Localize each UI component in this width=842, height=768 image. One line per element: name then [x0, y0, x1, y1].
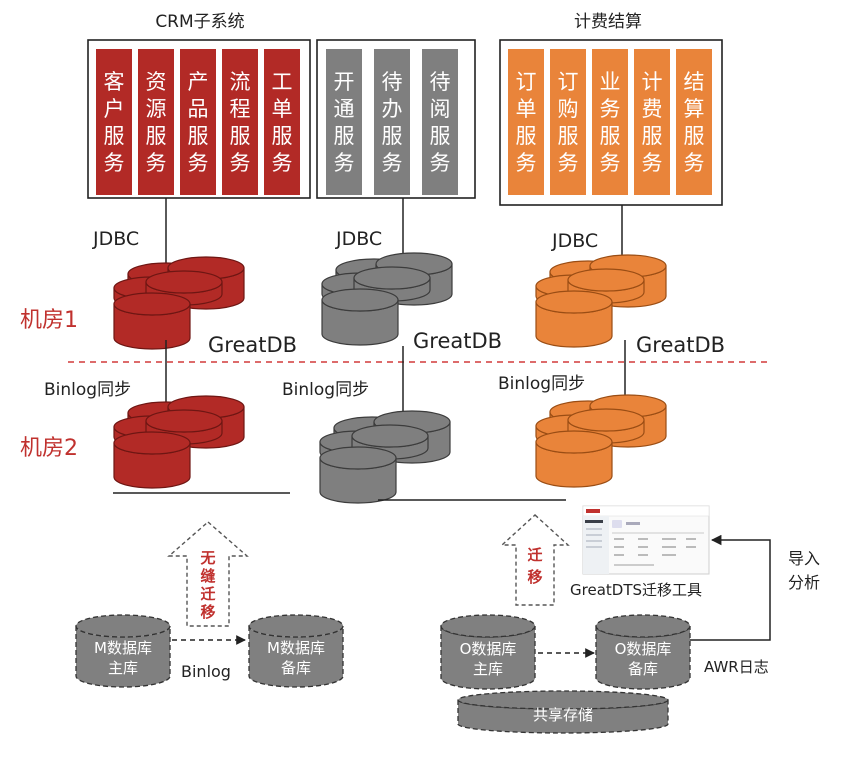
room2-db-stacks — [113, 394, 667, 504]
analysis-label: 分析 — [788, 573, 820, 592]
service-billing-0: 订单服务 — [508, 49, 544, 195]
greatdb-room1-billing — [535, 254, 667, 348]
service-label: 结算服务 — [684, 70, 705, 175]
service-label: 业务服务 — [600, 70, 621, 175]
dts-tool-screenshot — [582, 505, 710, 575]
svg-text:O数据库备库: O数据库备库 — [615, 640, 672, 678]
awr-log-label: AWR日志 — [704, 658, 769, 676]
migrate-label: 迁移 — [527, 546, 542, 586]
room1-db-stacks — [113, 252, 667, 350]
m-databases: M数据库主库 M数据库备库 — [75, 614, 344, 688]
jdbc-label-billing: JDBC — [551, 230, 598, 252]
binlog-sync-label-mid: Binlog同步 — [282, 380, 369, 400]
service-label: 工单服务 — [272, 70, 293, 175]
room2-label: 机房2 — [20, 436, 78, 461]
service-billing-4: 结算服务 — [676, 49, 712, 195]
service-crm-2: 产品服务 — [180, 49, 216, 195]
service-label: 待办服务 — [382, 70, 403, 175]
svg-text:无缝迁移: 无缝迁移 — [199, 549, 215, 621]
awr-import-arrow — [690, 534, 771, 641]
m-binlog-label: Binlog — [181, 662, 231, 681]
m-db-standby: M数据库备库 — [248, 614, 344, 688]
service-crm-4: 工单服务 — [264, 49, 300, 195]
service-mid-0: 开通服务 — [326, 49, 362, 195]
greatdb-room1-crm — [113, 256, 245, 350]
svg-text:M数据库主库: M数据库主库 — [94, 639, 152, 677]
crm-group-title: CRM子系统 — [155, 12, 244, 32]
seamless-migration-label: 无缝迁移 — [199, 549, 215, 621]
service-label: 流程服务 — [230, 70, 251, 175]
binlog-sync-label-crm: Binlog同步 — [44, 380, 131, 400]
jdbc-label-crm: JDBC — [92, 228, 139, 250]
billing-group-title: 计费结算 — [574, 12, 642, 32]
service-label: 待阅服务 — [430, 70, 451, 175]
service-crm-3: 流程服务 — [222, 49, 258, 195]
service-label: 资源服务 — [146, 70, 167, 175]
service-mid-1: 待办服务 — [374, 49, 410, 195]
o-db-master: O数据库主库 — [440, 614, 536, 690]
service-mid-2: 待阅服务 — [422, 49, 458, 195]
greatdb-label-billing: GreatDB — [636, 333, 725, 357]
greatdb-room2-crm — [113, 395, 245, 489]
service-label: 开通服务 — [334, 70, 355, 175]
import-label: 导入 — [788, 549, 820, 568]
jdbc-label-mid: JDBC — [335, 228, 382, 250]
service-label: 订单服务 — [516, 70, 537, 175]
service-label: 计费服务 — [642, 70, 663, 175]
mid-services: 开通服务 待办服务 待阅服务 — [326, 49, 458, 195]
greatdb-room1-mid — [321, 252, 453, 346]
greatdb-room2-mid — [319, 410, 451, 504]
binlog-sync-label-billing: Binlog同步 — [498, 374, 585, 394]
svg-text:迁移: 迁移 — [527, 546, 542, 586]
greatdb-room2-billing — [535, 394, 667, 488]
o-db-standby: O数据库备库 — [595, 614, 691, 690]
service-label: 客户服务 — [104, 70, 125, 175]
dts-tool-label: GreatDTS迁移工具 — [570, 581, 702, 599]
svg-text:O数据库主库: O数据库主库 — [460, 640, 517, 678]
greatdb-label-mid: GreatDB — [413, 329, 502, 353]
service-billing-1: 订购服务 — [550, 49, 586, 195]
service-label: 订购服务 — [558, 70, 579, 175]
service-crm-0: 客户服务 — [96, 49, 132, 195]
service-label: 产品服务 — [188, 70, 209, 175]
greatdb-label-crm: GreatDB — [208, 333, 297, 357]
svg-text:M数据库备库: M数据库备库 — [267, 639, 325, 677]
m-db-master: M数据库主库 — [75, 614, 171, 688]
room1-label: 机房1 — [20, 308, 78, 333]
shared-storage-label: 共享存储 — [533, 706, 593, 724]
shared-storage: 共享存储 — [457, 690, 669, 734]
seamless-migration-arrow — [167, 521, 249, 627]
service-billing-2: 业务服务 — [592, 49, 628, 195]
service-billing-3: 计费服务 — [634, 49, 670, 195]
service-crm-1: 资源服务 — [138, 49, 174, 195]
